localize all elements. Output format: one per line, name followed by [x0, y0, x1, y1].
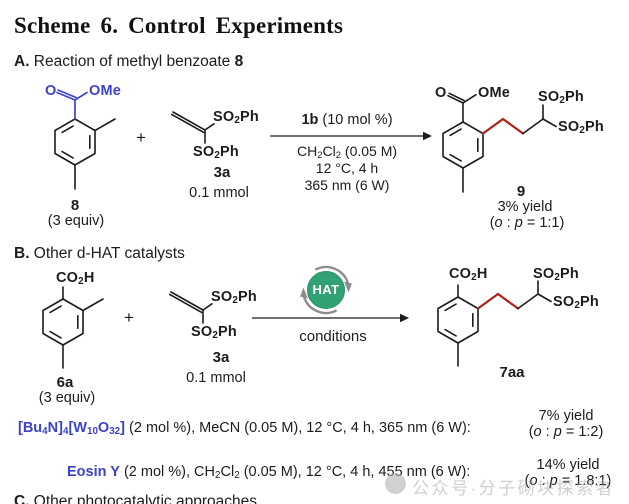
scheme-title: Scheme 6. Control Experiments [14, 13, 344, 38]
arrow-a-cond-solvent: CH2Cl2 (0.05 M) [296, 143, 398, 162]
hat-cycle-icon [300, 265, 352, 315]
compound-6a-equiv: (3 equiv) [38, 390, 96, 406]
catalyst-name: [Bu4N]4[W10O32] [18, 420, 125, 438]
compound-8-equiv: (3 equiv) [47, 213, 105, 229]
structure-benzoate-8 [54, 89, 116, 190]
new-bond-red [481, 117, 525, 135]
compound-8-number: 8 [70, 197, 80, 214]
watermark-text: 公众号·分子砌块探索者 [412, 479, 616, 498]
carbonyl-o-label: O [435, 85, 447, 101]
structure-product-7aa [437, 280, 552, 367]
new-bond-red [476, 292, 520, 310]
so2ph-label: SO2Ph [533, 266, 579, 284]
arrow-b-conditions: conditions [299, 328, 367, 345]
section-b-heading: B. Other d-HAT catalysts [14, 245, 185, 262]
ome-label: OMe [89, 83, 122, 99]
compound-3a-number: 3a [213, 164, 231, 181]
entry-yield-block: 14% yield (o : p = 1.8:1) [524, 457, 612, 489]
carbonyl-o-label: O [45, 83, 57, 99]
entry-yield-block: 7% yield (o : p = 1:2) [528, 408, 604, 440]
entry-conditions: (2 mol %), MeCN (0.05 M), 12 °C, 4 h, 36… [125, 420, 471, 436]
co2h-label: CO2H [56, 270, 95, 288]
entry-row-eosin: Eosin Y (2 mol %), CH2Cl2 (0.05 M), 12 °… [67, 464, 471, 482]
arrow-a-catalyst: 1b (10 mol %) [301, 112, 393, 128]
catalyst-name: Eosin Y [67, 464, 120, 480]
compound-3a-number: 3a [212, 349, 230, 366]
watermark-icon [385, 473, 406, 494]
compound-7aa-number: 7aa [499, 364, 525, 381]
section-c-heading: C. Other photocatalytic approaches [14, 493, 257, 504]
yield-value: 7% yield [538, 408, 594, 424]
arrow-a-cond-temp: 12 °C, 4 h [315, 160, 379, 176]
structure-sulfone-3a-bottom [168, 291, 213, 324]
reaction-arrow-a [270, 131, 432, 141]
product-9-yield: 3% yield [497, 199, 553, 215]
so2ph-label: SO2Ph [193, 144, 239, 162]
product-9-ratio: (o : p = 1:1) [489, 215, 565, 231]
yield-ratio: (o : p = 1.8:1) [524, 472, 612, 489]
co2h-label: CO2H [449, 266, 488, 284]
so2ph-label: SO2Ph [191, 324, 237, 342]
structure-sulfone-3a-top [170, 111, 215, 144]
compound-9-number: 9 [516, 183, 526, 200]
section-a-heading: A. Reaction of methyl benzoate 8 [14, 53, 244, 70]
reaction-arrow-b [252, 313, 409, 323]
structure-product-9 [442, 92, 557, 193]
compound-3a-amount: 0.1 mmol [186, 370, 246, 386]
plus-sign-a: + [136, 128, 146, 147]
plus-sign-b: + [124, 308, 134, 327]
so2ph-label: SO2Ph [553, 294, 599, 312]
so2ph-label: SO2Ph [558, 119, 604, 137]
hat-icon-label: HAT [312, 282, 340, 297]
ome-label: OMe [478, 85, 511, 101]
compound-3a-amount: 0.1 mmol [189, 185, 249, 201]
so2ph-label: SO2Ph [213, 109, 259, 127]
entry-row-tbadt: [Bu4N]4[W10O32] (2 mol %), MeCN (0.05 M)… [18, 420, 471, 438]
yield-value: 14% yield [536, 457, 600, 473]
structure-acid-6a [42, 286, 104, 369]
entry-conditions: (2 mol %), CH2Cl2 (0.05 M), 12 °C, 4 h, … [119, 464, 471, 482]
arrow-a-cond-light: 365 nm (6 W) [304, 177, 390, 193]
yield-ratio: (o : p = 1:2) [528, 423, 604, 440]
ester-group-blue [56, 89, 88, 120]
so2ph-label: SO2Ph [538, 89, 584, 107]
so2ph-label: SO2Ph [211, 289, 257, 307]
compound-6a-number: 6a [56, 374, 74, 391]
